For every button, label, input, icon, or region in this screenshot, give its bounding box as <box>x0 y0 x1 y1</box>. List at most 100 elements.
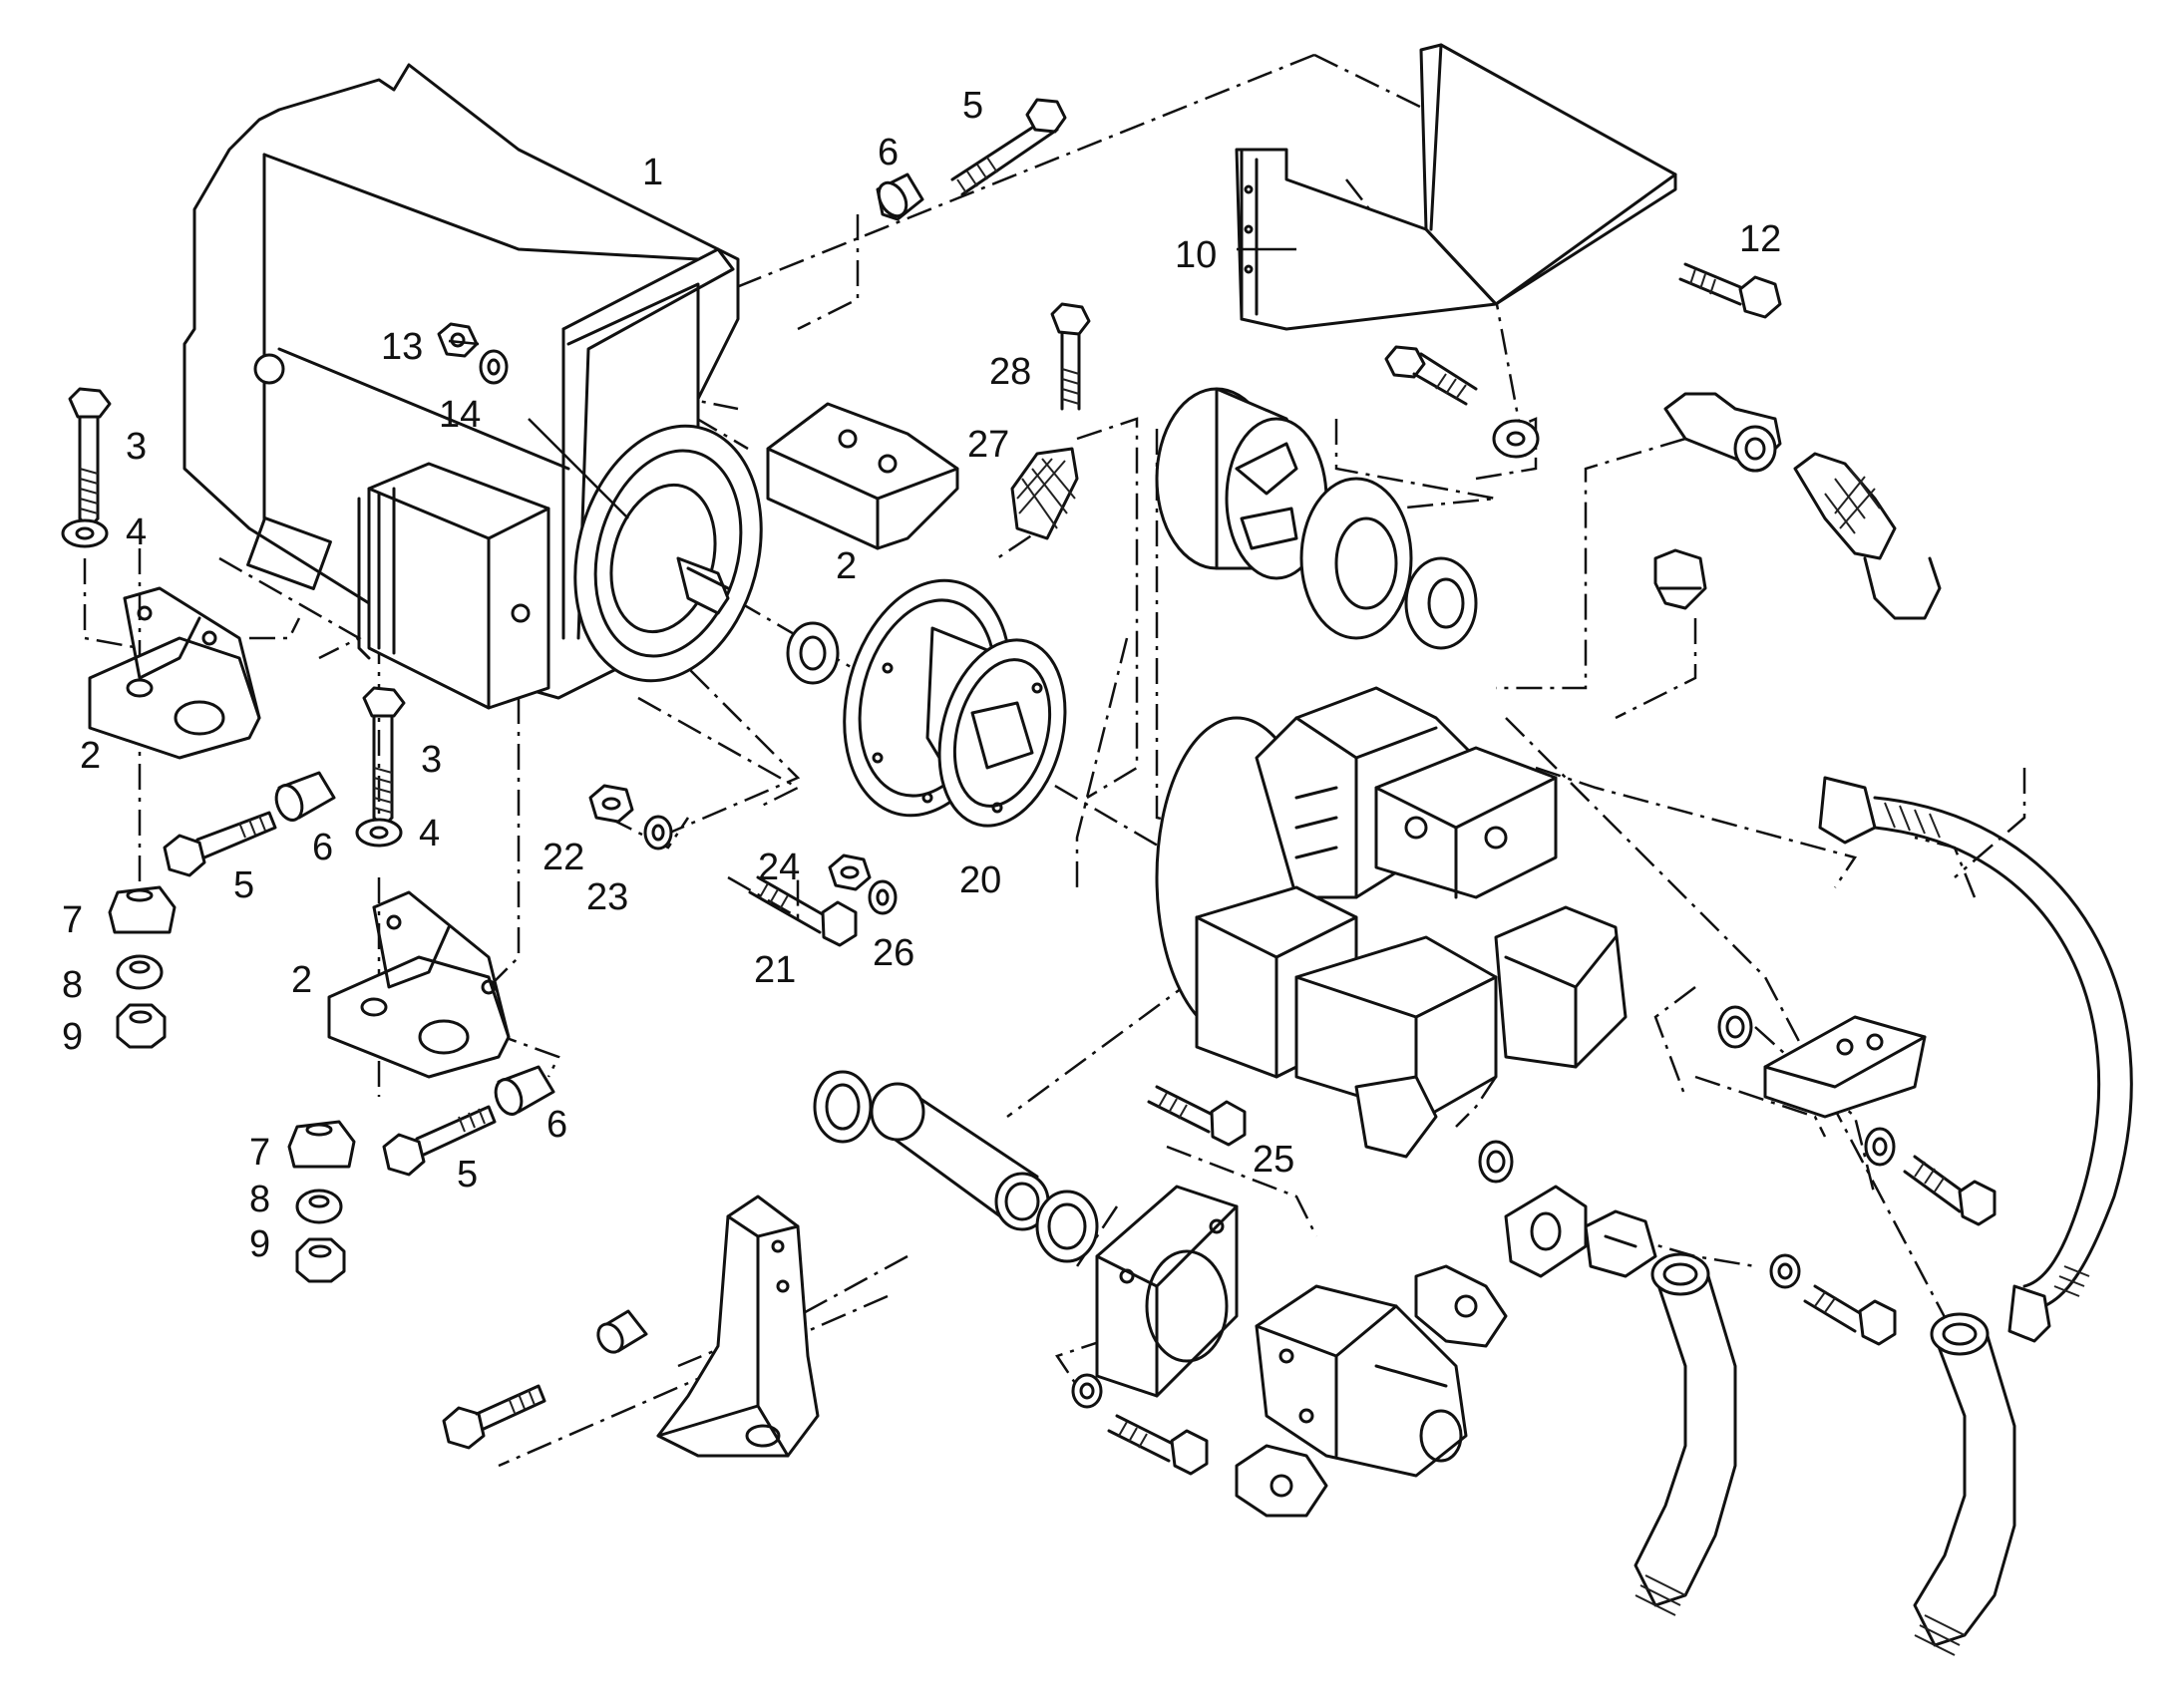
pump-assembly <box>1155 686 1628 1159</box>
oring-lower-center <box>1478 1140 1514 1184</box>
callout-8: 8 <box>62 964 83 1006</box>
bolt-5-top <box>950 98 1067 196</box>
leader-lines <box>448 247 1296 519</box>
nipple-fitting <box>1653 548 1707 610</box>
washer-coupling <box>1492 419 1540 459</box>
sleeve-tube <box>870 1082 1050 1231</box>
strainer-27 <box>1010 447 1079 540</box>
bolt-3-lower <box>362 686 406 830</box>
bolt-12 <box>1678 262 1782 319</box>
bolt-pump <box>1107 1414 1209 1476</box>
flange-fitting-lower <box>1235 1444 1328 1518</box>
spacer-pedestal <box>596 1309 648 1354</box>
callout-25: 25 <box>1253 1139 1294 1181</box>
pipe-elbow-right <box>1913 1312 2016 1656</box>
washer-8-lower <box>295 1189 343 1224</box>
bolt-coupling <box>1384 345 1478 406</box>
callout-7: 7 <box>249 1132 270 1174</box>
callout-3: 3 <box>126 426 147 468</box>
callout-6: 6 <box>312 827 333 868</box>
callout-5: 5 <box>233 864 254 906</box>
washer-lower-right <box>1769 1253 1801 1289</box>
elbow-fitting <box>1663 392 1782 473</box>
coupling-bushing <box>1404 556 1478 650</box>
callout-21: 21 <box>754 949 796 991</box>
nut-13 <box>437 322 479 358</box>
nut-24 <box>828 854 872 891</box>
bolt-5-left <box>163 811 277 877</box>
callout-5: 5 <box>962 85 983 127</box>
callout-13: 13 <box>381 326 423 368</box>
callout-28: 28 <box>989 351 1031 393</box>
mounting-plate-center <box>766 402 959 550</box>
washer-right-bracket <box>1864 1127 1896 1167</box>
spacer-6-left <box>274 771 336 822</box>
callout-27: 27 <box>967 424 1009 466</box>
bolt-lower-right <box>1803 1284 1897 1346</box>
callout-2: 2 <box>836 545 857 587</box>
nut-9-lower <box>295 1237 346 1283</box>
callout-12: 12 <box>1739 218 1781 260</box>
washer-pump <box>1071 1373 1103 1409</box>
mounting-foot-left-lower <box>327 890 511 1079</box>
bolt-right-bracket <box>1903 1155 1997 1226</box>
nut-9-upper <box>116 1003 167 1049</box>
pipe-elbow-left <box>1634 1252 1737 1616</box>
washer-23 <box>643 815 673 851</box>
bolt-28 <box>1050 302 1091 411</box>
spacer-6-top <box>876 172 924 221</box>
callout-1: 1 <box>642 152 663 193</box>
housing-flange <box>573 424 763 683</box>
callout-22: 22 <box>543 837 584 878</box>
callout-10: 10 <box>1175 234 1217 276</box>
oring-right <box>1717 1005 1753 1049</box>
cover-bracket-10 <box>1235 43 1677 331</box>
mounting-bracket-right <box>1763 1015 1927 1119</box>
callout-24: 24 <box>758 847 800 888</box>
flange-lower-center <box>1504 1185 1588 1278</box>
rubber-mount-7-lower <box>287 1120 356 1169</box>
bolt-3-upper <box>68 387 112 530</box>
mounting-foot-left-upper <box>88 586 261 760</box>
adapter-plate <box>1095 1185 1239 1398</box>
nut-22 <box>588 784 634 824</box>
callout-9: 9 <box>249 1223 270 1265</box>
bolt-21 <box>748 875 858 947</box>
callout-23: 23 <box>586 876 628 918</box>
seal-ring-lower-2 <box>1035 1190 1099 1263</box>
pedestal-bracket <box>656 1195 820 1458</box>
callout-2: 2 <box>291 959 312 1001</box>
callout-9: 9 <box>62 1016 83 1058</box>
adapter-bell-20 <box>843 578 1067 828</box>
bolt-pedestal <box>442 1384 546 1450</box>
callout-26: 26 <box>873 932 914 974</box>
quick-coupling <box>1793 452 1942 620</box>
washer-14 <box>479 349 509 385</box>
callout-4: 4 <box>419 813 440 854</box>
washer-4-upper <box>61 518 109 548</box>
flex-hose <box>1818 776 2133 1343</box>
callout-labels: 1 2 2 2 3 3 4 4 5 5 5 6 6 6 7 7 8 8 9 9 … <box>62 85 1781 1265</box>
coupling-ring <box>1299 477 1413 640</box>
coupling-hub <box>1155 387 1328 580</box>
callout-6: 6 <box>878 132 899 173</box>
bolt-25 <box>1147 1085 1247 1147</box>
callout-4: 4 <box>126 512 147 553</box>
callout-2: 2 <box>80 735 101 777</box>
callout-3: 3 <box>421 739 442 781</box>
callout-14: 14 <box>439 394 481 436</box>
washer-26 <box>868 879 898 915</box>
seal-ring-flange <box>786 621 840 685</box>
callout-7: 7 <box>62 899 83 941</box>
flange-clamp-small <box>1584 1209 1657 1278</box>
washer-4-lower <box>355 818 403 848</box>
callout-6: 6 <box>546 1104 567 1146</box>
terminal-box <box>357 462 550 710</box>
spacer-6-lower <box>494 1065 555 1116</box>
rubber-mount-7-upper <box>108 885 177 934</box>
callout-20: 20 <box>959 859 1001 901</box>
gear-pump <box>1255 1284 1468 1478</box>
callout-8: 8 <box>249 1179 270 1220</box>
flange-fitting-upper <box>1414 1264 1508 1348</box>
